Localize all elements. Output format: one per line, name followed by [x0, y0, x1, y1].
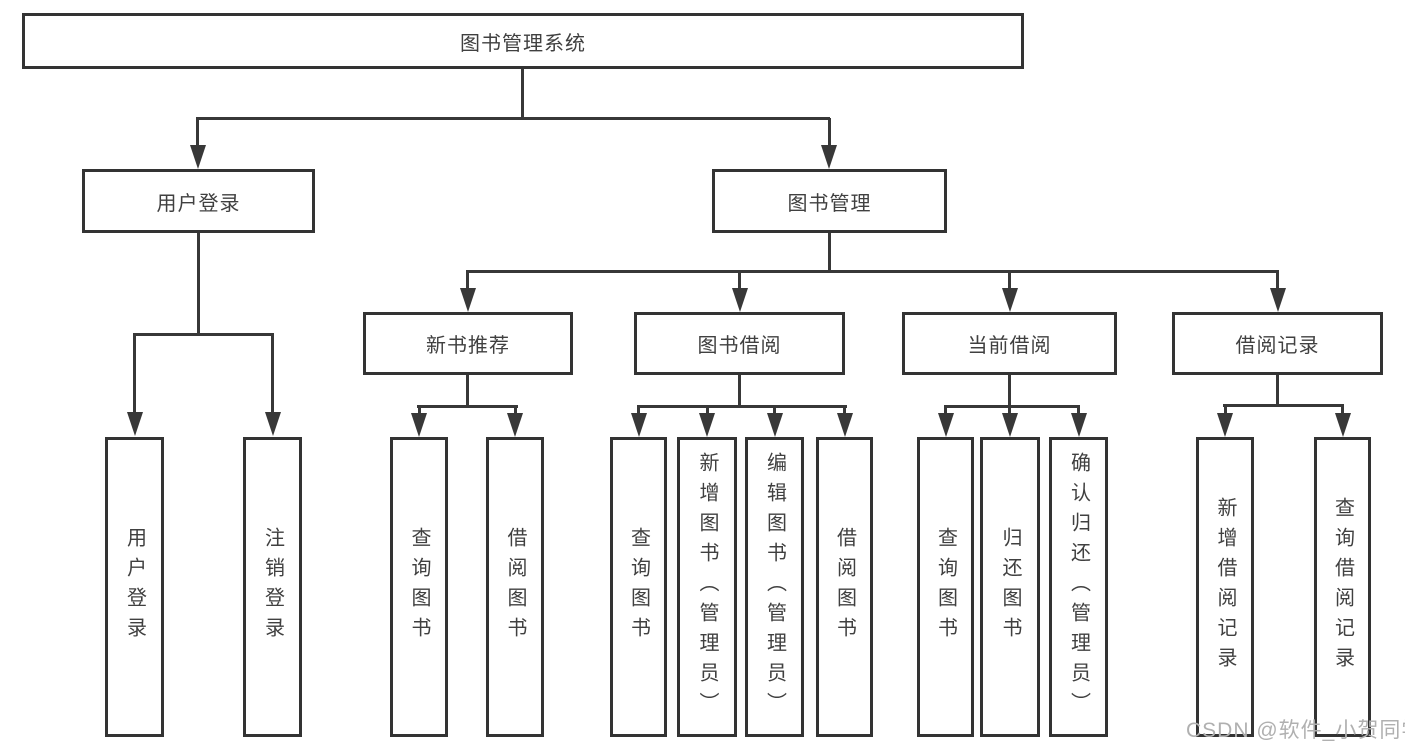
leaf-borrow-query-book: 查询图书: [610, 437, 667, 737]
leaf-records-query-record: 查询借阅记录: [1314, 437, 1371, 737]
leaf-records-query-record-label: 查询借阅记录: [1331, 497, 1354, 677]
leaf-borrow-add-book-label: 新增图书（管理员）: [696, 452, 718, 722]
connector-root-stem: [521, 69, 524, 118]
connector-drop-book-management: [828, 118, 831, 146]
connector-root-branch: [196, 117, 830, 120]
csdn-watermark: CSDN @软件_小贺同学: [1186, 719, 1405, 742]
arrowhead-g2c1-icon: [411, 413, 427, 437]
connector-drop-g3c2: [706, 407, 709, 414]
arrowhead-g3c3-icon: [767, 413, 783, 437]
connector-new-book-rec-branch: [417, 405, 518, 408]
connector-borrow-records-branch: [1223, 404, 1344, 407]
connector-drop-g5c1: [1224, 406, 1227, 414]
connector-drop-new-book-rec: [466, 272, 469, 289]
connector-book-management-branch: [466, 270, 1279, 273]
connector-drop-logout-leaf: [271, 335, 274, 413]
leaf-current-query-book: 查询图书: [917, 437, 974, 737]
connector-user-login-stem: [197, 233, 200, 335]
arrowhead-current-borrow-icon: [1002, 288, 1018, 312]
connector-new-book-rec-stem: [466, 375, 469, 407]
leaf-borrow-add-book: 新增图书（管理员）: [677, 437, 737, 737]
connector-book-borrow-stem: [738, 375, 741, 407]
leaf-current-confirm-return: 确认归还（管理员）: [1049, 437, 1108, 737]
node-user-login: 用户登录: [82, 169, 315, 233]
connector-drop-g3c3: [773, 407, 776, 414]
arrowhead-g5c2-icon: [1335, 413, 1351, 437]
leaf-current-return-book-label: 归还图书: [999, 527, 1021, 647]
leaf-user-login: 用户登录: [105, 437, 164, 737]
leaf-current-confirm-return-label: 确认归还（管理员）: [1067, 452, 1090, 722]
node-borrow-records: 借阅记录: [1172, 312, 1383, 375]
node-new-book-rec: 新书推荐: [363, 312, 573, 375]
connector-drop-current-borrow: [1008, 272, 1011, 289]
node-book-management: 图书管理: [712, 169, 947, 233]
arrowhead-book-borrow-icon: [732, 288, 748, 312]
leaf-records-add-record-label: 新增借阅记录: [1214, 497, 1236, 677]
arrowhead-g4c2-icon: [1002, 413, 1018, 437]
connector-current-borrow-branch: [944, 405, 1080, 408]
connector-drop-g2c2: [514, 407, 517, 414]
arrowhead-book-management-icon: [821, 145, 837, 169]
leaf-newrec-borrow-book: 借阅图书: [486, 437, 544, 737]
arrowhead-new-book-rec-icon: [460, 288, 476, 312]
leaf-borrow-borrow-book: 借阅图书: [816, 437, 873, 737]
connector-drop-login-leaf: [133, 335, 136, 413]
leaf-newrec-query-book-label: 查询图书: [408, 527, 430, 647]
connector-drop-g2c1: [418, 407, 421, 414]
node-current-borrow: 当前借阅: [902, 312, 1117, 375]
node-book-borrow: 图书借阅: [634, 312, 845, 375]
connector-drop-g4c3: [1077, 407, 1080, 414]
connector-borrow-records-stem: [1276, 375, 1279, 406]
connector-drop-g3c4: [843, 407, 846, 414]
arrowhead-g5c1-icon: [1217, 413, 1233, 437]
arrowhead-g4c1-icon: [938, 413, 954, 437]
connector-drop-g4c2: [1008, 407, 1011, 414]
arrowhead-g2c2-icon: [507, 413, 523, 437]
node-root: 图书管理系统: [22, 13, 1024, 69]
leaf-borrow-query-book-label: 查询图书: [627, 527, 650, 647]
leaf-borrow-edit-book: 编辑图书（管理员）: [745, 437, 804, 737]
leaf-borrow-borrow-book-label: 借阅图书: [833, 527, 856, 647]
arrowhead-logout-leaf-icon: [265, 412, 281, 436]
arrowhead-g3c2-icon: [699, 413, 715, 437]
leaf-newrec-query-book: 查询图书: [390, 437, 448, 737]
arrowhead-login-leaf-icon: [127, 412, 143, 436]
leaf-user-login-label: 用户登录: [123, 527, 146, 647]
connector-drop-g4c1: [944, 407, 947, 414]
connector-drop-g5c2: [1341, 406, 1344, 414]
leaf-records-add-record: 新增借阅记录: [1196, 437, 1254, 737]
leaf-newrec-borrow-book-label: 借阅图书: [504, 527, 526, 647]
connector-drop-g3c1: [637, 407, 640, 414]
connector-drop-borrow-records: [1276, 272, 1279, 289]
arrowhead-g3c1-icon: [631, 413, 647, 437]
connector-book-management-stem: [828, 233, 831, 272]
connector-user-login-branch: [133, 333, 274, 336]
arrowhead-user-login-icon: [190, 145, 206, 169]
leaf-logout: 注销登录: [243, 437, 302, 737]
leaf-current-return-book: 归还图书: [980, 437, 1040, 737]
arrowhead-borrow-records-icon: [1270, 288, 1286, 312]
connector-book-borrow-branch: [637, 405, 847, 408]
leaf-current-query-book-label: 查询图书: [934, 527, 957, 647]
arrowhead-g3c4-icon: [837, 413, 853, 437]
connector-drop-book-borrow: [738, 272, 741, 289]
leaf-borrow-edit-book-label: 编辑图书（管理员）: [763, 452, 786, 722]
connector-drop-user-login: [196, 118, 199, 146]
connector-current-borrow-stem: [1008, 375, 1011, 407]
arrowhead-g4c3-icon: [1071, 413, 1087, 437]
leaf-logout-label: 注销登录: [261, 527, 284, 647]
